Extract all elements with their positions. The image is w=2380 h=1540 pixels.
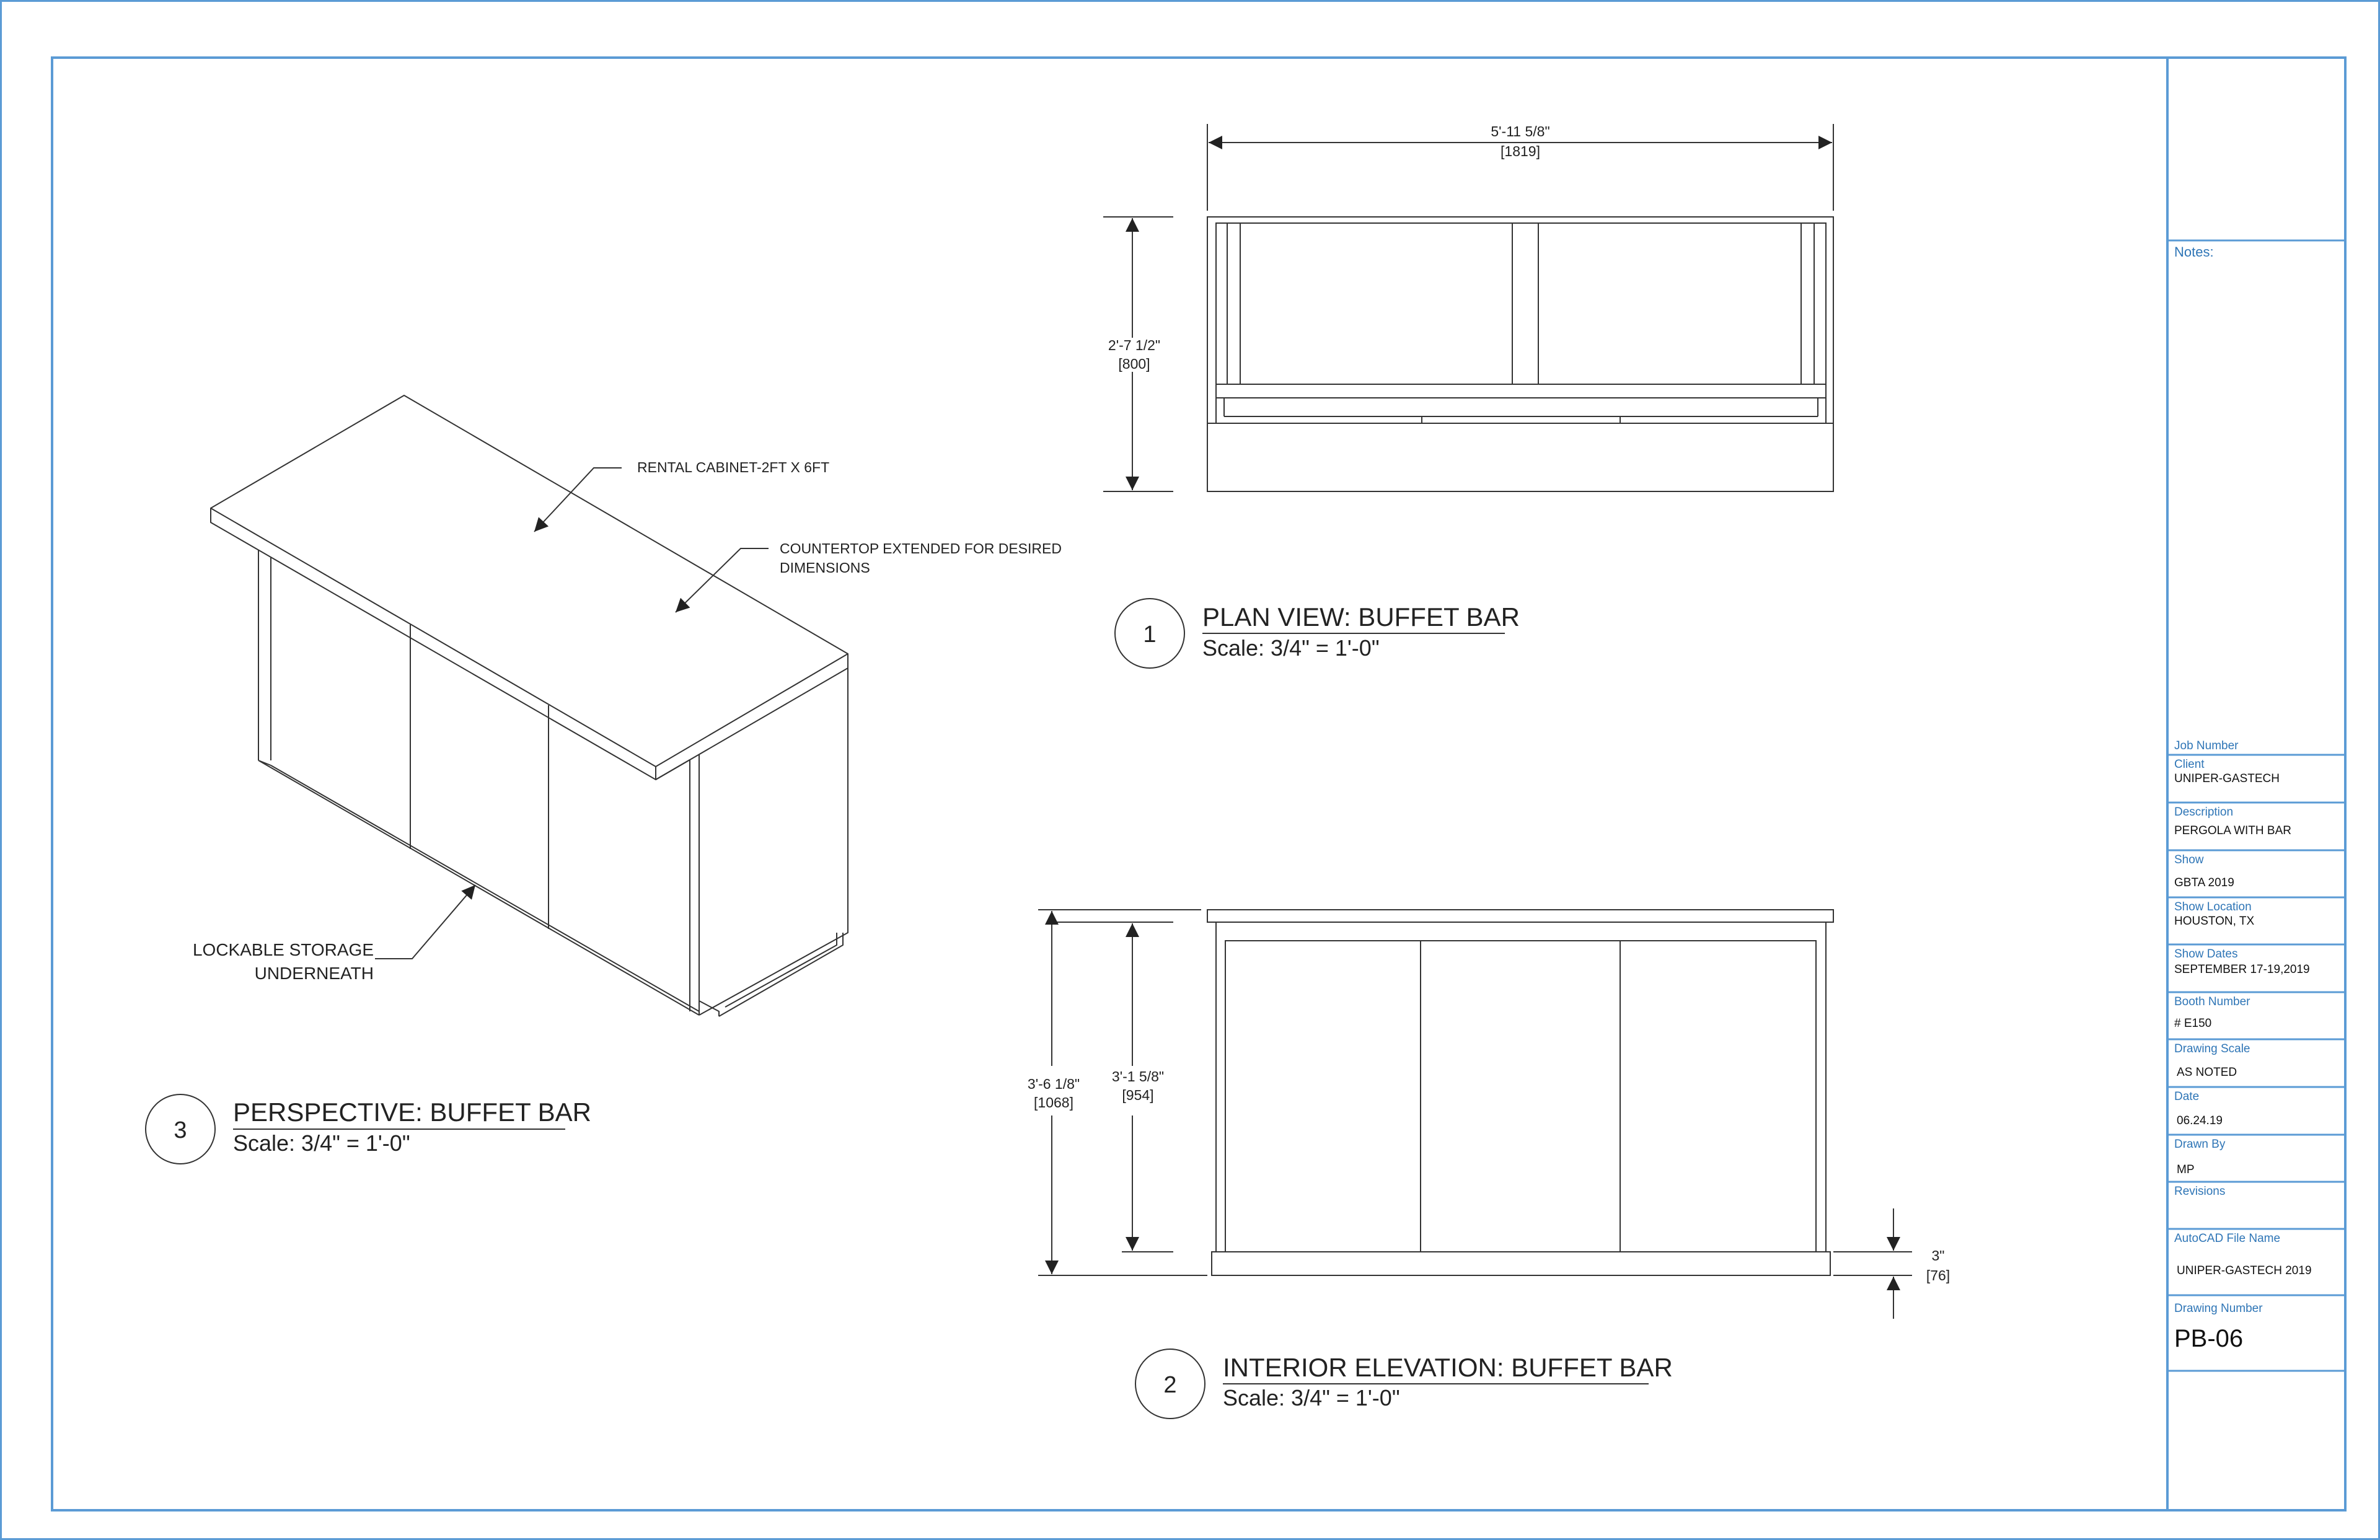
elev-cabinet-height-metric: [954] (1122, 1087, 1153, 1103)
elevation-view-scale: Scale: 3/4" = 1'-0" (1223, 1385, 1400, 1410)
description-value: PERGOLA WITH BAR (2174, 824, 2291, 837)
client-label: Client (2174, 758, 2205, 771)
view-bubbles (145, 598, 1649, 1419)
date-value: 06.24.19 (2177, 1114, 2223, 1127)
plan-view-title: PLAN VIEW: BUFFET BAR (1202, 602, 1520, 631)
sheet-border (51, 56, 2347, 1511)
plan-depth-imperial: 2'-7 1/2" (1108, 337, 1160, 353)
plan-depth-metric: [800] (1118, 356, 1150, 372)
plan-width-imperial: 5'-11 5/8" (1491, 123, 1549, 139)
title-block-grid (2167, 239, 2345, 1372)
drawn-by-value: MP (2177, 1163, 2195, 1176)
annotation-rental-cabinet: RENTAL CABINET-2FT X 6FT (637, 459, 829, 475)
revisions-label: Revisions (2174, 1185, 2226, 1198)
show-location-value: HOUSTON, TX (2174, 915, 2255, 928)
autocad-file-name-label: AutoCAD File Name (2174, 1232, 2281, 1245)
perspective-view-scale: Scale: 3/4" = 1'-0" (233, 1130, 410, 1156)
annotation-countertop-line1: COUNTERTOP EXTENDED FOR DESIRED (780, 540, 1062, 557)
annotation-countertop-line2: DIMENSIONS (780, 560, 870, 576)
plan-width-metric: [1819] (1501, 143, 1540, 159)
show-location-label: Show Location (2174, 900, 2252, 913)
show-dates-label: Show Dates (2174, 948, 2238, 961)
show-label: Show (2174, 853, 2204, 866)
annotation-storage-line1: LOCKABLE STORAGE (193, 940, 374, 959)
drawing-scale-value: AS NOTED (2177, 1066, 2237, 1079)
elev-total-height-imperial: 3'-6 1/8" (1028, 1076, 1080, 1092)
elevation-dimension-lines (1038, 909, 1912, 1319)
elevation-view (1207, 909, 1834, 1276)
elev-base-height-metric: [76] (1926, 1267, 1950, 1283)
plan-dimension-lines (1103, 124, 1834, 492)
show-value: GBTA 2019 (2174, 876, 2234, 889)
client-value: UNIPER-GASTECH (2174, 772, 2280, 785)
job-number-label: Job Number (2174, 739, 2239, 752)
perspective-view-number: 3 (174, 1117, 187, 1143)
plan-view-number: 1 (1143, 622, 1156, 648)
plan-view (1207, 216, 1834, 492)
drawing-number-label: Drawing Number (2174, 1302, 2263, 1315)
date-label: Date (2174, 1090, 2200, 1103)
perspective-view-title: PERSPECTIVE: BUFFET BAR (233, 1098, 591, 1127)
plan-view-scale: Scale: 3/4" = 1'-0" (1202, 635, 1380, 661)
booth-number-value: # E150 (2174, 1017, 2212, 1030)
annotation-leaders (375, 467, 769, 959)
notes-label: Notes: (2174, 244, 2214, 260)
annotation-storage-line2: UNDERNEATH (255, 964, 374, 983)
elevation-view-title: INTERIOR ELEVATION: BUFFET BAR (1223, 1353, 1673, 1382)
perspective-view (210, 395, 848, 1017)
elev-cabinet-height-imperial: 3'-1 5/8" (1112, 1068, 1164, 1085)
elev-base-height-imperial: 3" (1932, 1247, 1945, 1264)
show-dates-value: SEPTEMBER 17-19,2019 (2174, 963, 2310, 976)
autocad-file-name-value: UNIPER-GASTECH 2019 (2177, 1264, 2312, 1277)
booth-number-label: Booth Number (2174, 995, 2250, 1008)
description-label: Description (2174, 806, 2234, 819)
drawing-number-value: PB-06 (2174, 1325, 2244, 1352)
elevation-view-number: 2 (1163, 1372, 1176, 1398)
drawing-scale-label: Drawing Scale (2174, 1042, 2250, 1055)
drawn-by-label: Drawn By (2174, 1138, 2226, 1151)
elev-total-height-metric: [1068] (1034, 1094, 1073, 1111)
